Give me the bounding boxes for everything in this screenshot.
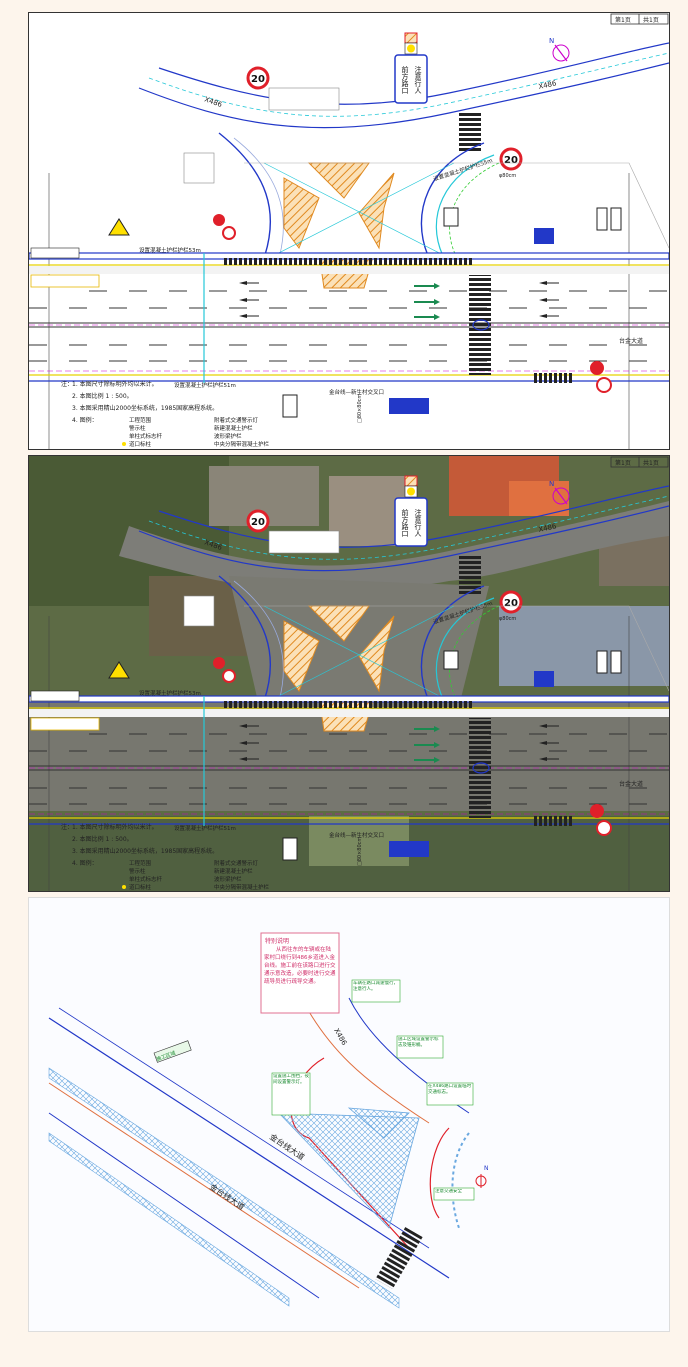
notes-heading: 注： bbox=[61, 380, 73, 388]
plan-drawing-panel: 第1页 共1页 X486 X486 bbox=[28, 12, 670, 450]
construction-zone-tag: 施工区域 bbox=[153, 1040, 192, 1063]
speed-limit-sign: 20 20 φ80cm bbox=[246, 66, 523, 179]
legend-label: 波形梁护栏 bbox=[214, 432, 242, 440]
speed-limit-value: 20 bbox=[504, 155, 518, 166]
aerial-overlay-panel bbox=[28, 455, 670, 892]
legend-label: 新建混凝土护栏 bbox=[214, 424, 253, 432]
guardrail-note-south: 设置混凝土护栏护栏51m bbox=[174, 381, 236, 389]
legend-label: 中央分隔带混凝土护栏 bbox=[214, 440, 270, 448]
warning-sign-text: 前方路口 bbox=[401, 65, 409, 94]
legend-label: 附着式交通警示灯 bbox=[214, 416, 259, 424]
page-total: 共1页 bbox=[643, 16, 659, 24]
sheet-title-block: 第1页 共1页 bbox=[610, 13, 669, 25]
page-number: 第1页 bbox=[615, 16, 631, 24]
road-label-x486: X486 bbox=[332, 1027, 348, 1047]
green-notes: 车辆在路口减速慢行，注意行人。 施工区域设置警示标志及锥形桶。 在X486路口设… bbox=[271, 979, 475, 1201]
legend-label: 单柱式标志杆 bbox=[129, 432, 163, 440]
special-note-body: 从西往东的车辆或在陆家村口绕行到486乡道进入金台线。施工前在该路口进行交通示意… bbox=[264, 947, 336, 985]
svg-text:N: N bbox=[484, 1165, 489, 1172]
pedestrian-warning-sign: 注意行人 前方路口 bbox=[394, 32, 428, 104]
sign-size-label: □80×80cm bbox=[357, 394, 363, 423]
intersection-label: 金台线—新生村交叉口 bbox=[329, 388, 384, 396]
warning-sign-text: 注意行人 bbox=[414, 65, 422, 94]
accessibility-sign-icon bbox=[534, 228, 554, 244]
green-note: 车辆在路口减速慢行，注意行人。 bbox=[353, 981, 398, 992]
legend-label: 道口标柱 bbox=[129, 440, 152, 448]
crosswalk bbox=[375, 1227, 423, 1289]
legend-label: 警示柱 bbox=[129, 424, 146, 432]
green-note: 注意交通安全 bbox=[435, 1189, 462, 1194]
svg-text:N: N bbox=[549, 37, 554, 45]
legend-label: 工程范围 bbox=[129, 416, 152, 424]
speed-limit-value: 20 bbox=[251, 74, 265, 85]
guardrail-note-west: 设置混凝土护栏护栏53m bbox=[139, 246, 201, 254]
north-arrow-icon: N bbox=[475, 1165, 489, 1188]
note-item: 3. 本图采用精山2000坐标系统，1985国家高程系统。 bbox=[72, 404, 218, 412]
special-note-box: 特别说明 从西往东的车辆或在陆家村口绕行到486乡道进入金台线。施工前在该路口进… bbox=[260, 932, 340, 1014]
green-note: 设置施工围挡，夜间设置警示灯。 bbox=[273, 1074, 309, 1085]
note-item: 2. 本图比例 1 : 500。 bbox=[72, 392, 133, 400]
note-item: 1. 本图尺寸除标明外均以米计。 bbox=[72, 380, 158, 388]
green-note: 在X486路口设置临时交通标志。 bbox=[428, 1084, 472, 1095]
green-note: 施工区域设置警示标志及锥形桶。 bbox=[398, 1037, 439, 1048]
north-arrow-icon: N bbox=[549, 37, 570, 62]
road-label-main-east: 台金大道 bbox=[619, 337, 643, 345]
no-uturn-sign-icon bbox=[213, 214, 225, 226]
traffic-plan-panel: 金台线大道 金台线大道 施工区域 X486 特别说明 从西往东的车辆或在陆家村口… bbox=[28, 897, 670, 1332]
road-label-x486-west: X486 bbox=[203, 95, 223, 109]
road-label-x486: X486 bbox=[538, 79, 558, 91]
sign-size-label: φ80cm bbox=[499, 173, 516, 179]
north-road-x486: X486 X486 bbox=[138, 42, 669, 153]
closed-area-hatch bbox=[278, 1112, 420, 1229]
note-item: 4. 图例： bbox=[72, 416, 98, 424]
drawing-notes: 注： 1. 本图尺寸除标明外均以米计。 2. 本图比例 1 : 500。 3. … bbox=[61, 380, 270, 448]
warning-triangle-icon bbox=[108, 218, 130, 236]
main-road: 台金大道 bbox=[29, 252, 669, 383]
special-note-title: 特别说明 bbox=[265, 937, 289, 945]
